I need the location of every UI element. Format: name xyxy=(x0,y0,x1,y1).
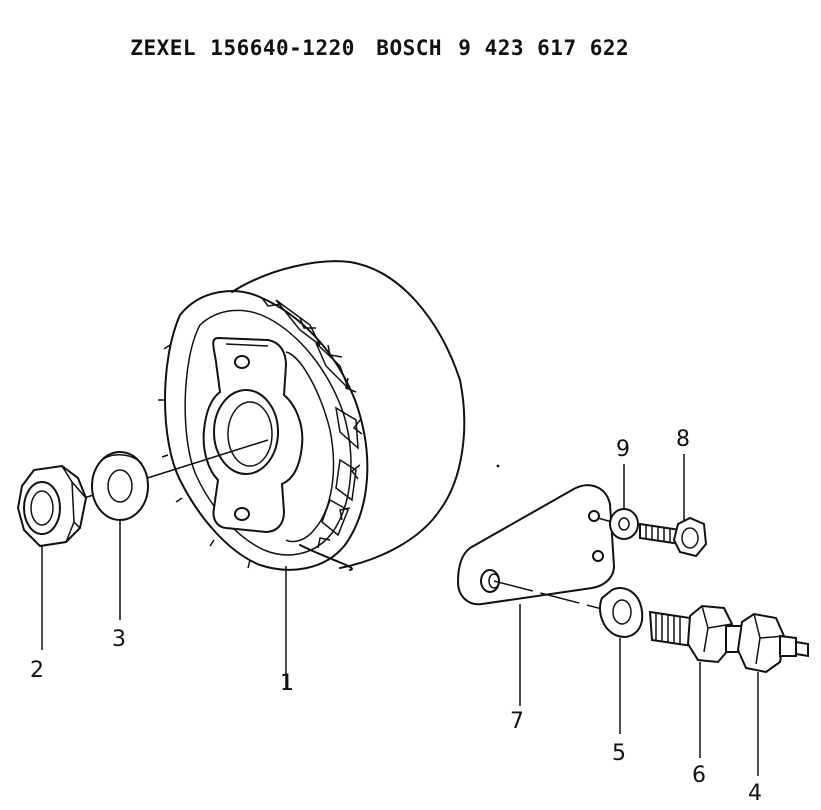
part-7-bracket xyxy=(456,484,616,606)
part-8-hex-screw xyxy=(639,516,708,558)
callout-2: 2 xyxy=(30,658,44,683)
bosch-part-number: 9 423 617 622 xyxy=(458,36,630,60)
callout-5: 5 xyxy=(612,741,626,766)
part-2-hex-nut xyxy=(16,464,88,548)
callout-1: 1 xyxy=(280,671,294,696)
part-5-washer xyxy=(599,587,644,638)
bracket-axis-line xyxy=(493,580,607,611)
callout-7: 7 xyxy=(510,709,524,734)
callout-6: 6 xyxy=(692,763,706,788)
diagram-header: ZEXEL 156640-1220 BOSCH 9 423 617 622 xyxy=(104,12,629,60)
part-9-small-washer xyxy=(609,508,639,540)
leader-lines xyxy=(41,454,759,776)
stray-dot xyxy=(496,464,500,468)
zexel-part-number: 156640-1220 xyxy=(210,36,355,60)
part-1-drum-assembly xyxy=(158,260,466,571)
callout-4: 4 xyxy=(748,781,762,806)
callout-3: 3 xyxy=(112,627,126,652)
part-6-4-switch-assembly xyxy=(648,604,809,674)
callout-9: 9 xyxy=(616,437,630,462)
callout-8: 8 xyxy=(676,427,690,452)
part-3-washer xyxy=(91,451,149,521)
brand-zexel: ZEXEL xyxy=(130,36,197,60)
brand-bosch: BOSCH xyxy=(376,36,443,60)
